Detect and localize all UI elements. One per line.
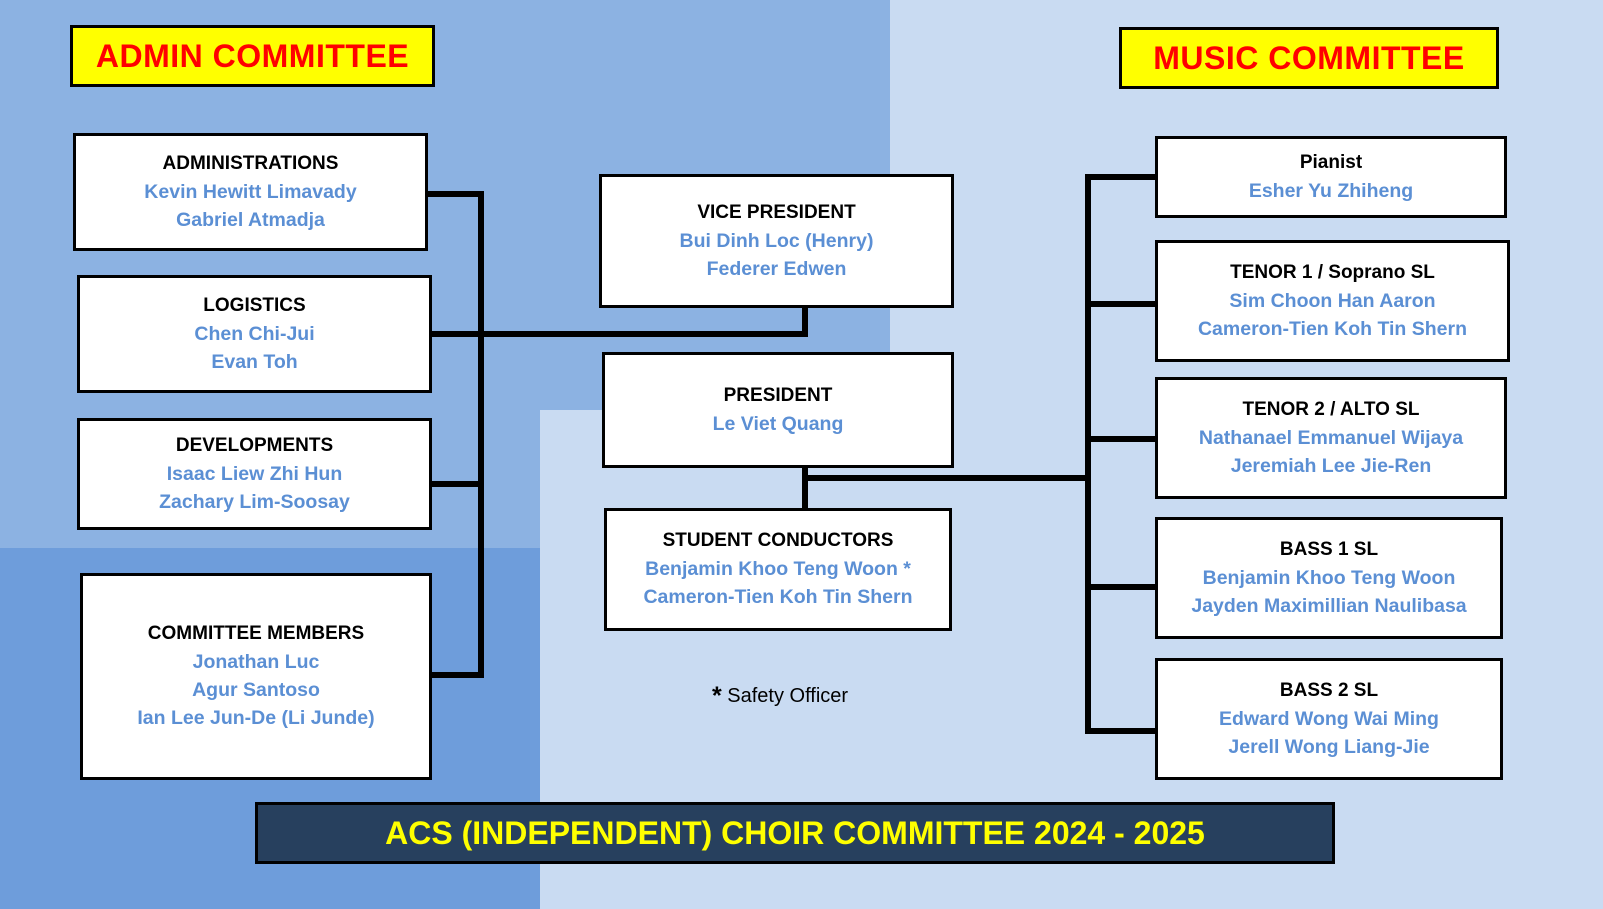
org-box-member: Edward Wong Wai Ming — [1219, 707, 1439, 730]
org-box-title: VICE PRESIDENT — [697, 201, 856, 223]
music-committee-banner: MUSIC COMMITTEE — [1119, 27, 1499, 89]
org-box-member: Zachary Lim-Soosay — [159, 490, 350, 513]
connector-music-trunk — [1085, 174, 1091, 734]
org-box-member: Jeremiah Lee Jie-Ren — [1230, 454, 1432, 477]
org-box-title: PRESIDENT — [723, 385, 833, 407]
org-box-member: Benjamin Khoo Teng Woon — [1202, 566, 1456, 589]
connector-admin-stub-administrations — [427, 191, 482, 197]
connector-admin-stub-developments — [427, 481, 482, 487]
safety-officer-footnote: * Safety Officer — [600, 682, 960, 711]
org-box-title: STUDENT CONDUCTORS — [662, 530, 894, 552]
org-box-member: Le Viet Quang — [712, 412, 844, 435]
footnote-asterisk: * — [711, 682, 722, 710]
org-box-title: BASS 2 SL — [1279, 679, 1379, 701]
org-box-member: Isaac Liew Zhi Hun — [166, 462, 343, 485]
org-box-logistics[interactable]: LOGISTICS Chen Chi-Jui Evan Toh — [77, 275, 432, 393]
org-box-president[interactable]: PRESIDENT Le Viet Quang — [602, 352, 954, 468]
footnote-label: Safety Officer — [727, 685, 849, 707]
org-box-member: Cameron-Tien Koh Tin Shern — [643, 586, 913, 609]
org-box-member: Chen Chi-Jui — [194, 322, 315, 345]
org-box-bass-1-sl[interactable]: BASS 1 SL Benjamin Khoo Teng Woon Jayden… — [1155, 517, 1503, 639]
connector-admin-to-president — [478, 331, 808, 337]
org-box-title: COMMITTEE MEMBERS — [147, 623, 365, 645]
connector-music-stub-pianist — [1085, 174, 1157, 180]
admin-committee-banner-label: ADMIN COMMITTEE — [95, 37, 410, 74]
org-box-student-conductors[interactable]: STUDENT CONDUCTORS Benjamin Khoo Teng Wo… — [604, 508, 952, 631]
connector-music-stub-bass2 — [1085, 728, 1157, 734]
org-box-member: Ian Lee Jun-De (Li Junde) — [137, 707, 375, 730]
org-box-member: Cameron-Tien Koh Tin Shern — [1197, 317, 1468, 340]
org-box-tenor-2-alto-sl[interactable]: TENOR 2 / ALTO SL Nathanael Emmanuel Wij… — [1155, 377, 1507, 499]
org-box-title: TENOR 2 / ALTO SL — [1242, 398, 1420, 420]
org-box-member: Jayden Maximillian Naulibasa — [1191, 594, 1467, 617]
org-box-tenor-1-soprano-sl[interactable]: TENOR 1 / Soprano SL Sim Choon Han Aaron… — [1155, 240, 1510, 362]
org-box-member: Jonathan Luc — [192, 650, 320, 673]
org-box-member: Federer Edwen — [706, 257, 847, 280]
org-box-title: Pianist — [1299, 152, 1363, 174]
chart-footer-banner: ACS (INDEPENDENT) CHOIR COMMITTEE 2024 -… — [255, 802, 1335, 864]
connector-music-stub-bass1 — [1085, 584, 1157, 590]
org-box-administrations[interactable]: ADMINISTRATIONS Kevin Hewitt Limavady Ga… — [73, 133, 428, 251]
org-box-pianist[interactable]: Pianist Esher Yu Zhiheng — [1155, 136, 1507, 218]
org-box-bass-2-sl[interactable]: BASS 2 SL Edward Wong Wai Ming Jerell Wo… — [1155, 658, 1503, 780]
connector-admin-stub-logistics — [427, 331, 482, 337]
org-box-member: Evan Toh — [211, 350, 298, 373]
chart-title: ACS (INDEPENDENT) CHOIR COMMITTEE 2024 -… — [385, 814, 1205, 851]
connector-admin-stub-committee-members — [427, 672, 482, 678]
org-box-vice-president[interactable]: VICE PRESIDENT Bui Dinh Loc (Henry) Fede… — [599, 174, 954, 308]
org-box-member: Nathanael Emmanuel Wijaya — [1198, 426, 1464, 449]
org-box-member: Jerell Wong Liang-Jie — [1228, 735, 1430, 758]
connector-president-to-conductors — [802, 468, 808, 508]
org-box-title: DEVELOPMENTS — [175, 434, 334, 456]
org-box-member: Kevin Hewitt Limavady — [144, 180, 357, 203]
org-box-title: TENOR 1 / Soprano SL — [1230, 261, 1435, 283]
org-box-member: Esher Yu Zhiheng — [1248, 179, 1414, 202]
org-box-member: Agur Santoso — [192, 679, 320, 702]
connector-vicepresident-down — [802, 305, 808, 337]
music-committee-banner-label: MUSIC COMMITTEE — [1153, 39, 1465, 76]
connector-music-stub-tenor2 — [1085, 436, 1157, 442]
admin-committee-banner: ADMIN COMMITTEE — [70, 25, 435, 87]
connector-admin-trunk — [478, 191, 484, 678]
connector-music-stub-tenor1 — [1085, 301, 1157, 307]
org-box-title: LOGISTICS — [203, 294, 306, 316]
org-box-member: Benjamin Khoo Teng Woon * — [645, 558, 911, 580]
org-box-committee-members[interactable]: COMMITTEE MEMBERS Jonathan Luc Agur Sant… — [80, 573, 432, 780]
org-box-member: Sim Choon Han Aaron — [1229, 289, 1436, 312]
org-box-developments[interactable]: DEVELOPMENTS Isaac Liew Zhi Hun Zachary … — [77, 418, 432, 530]
connector-president-to-music — [805, 475, 1088, 481]
org-box-title: ADMINISTRATIONS — [162, 152, 339, 174]
org-box-member: Gabriel Atmadja — [176, 208, 325, 231]
org-box-member: Bui Dinh Loc (Henry) — [679, 229, 874, 252]
org-box-title: BASS 1 SL — [1279, 538, 1379, 560]
